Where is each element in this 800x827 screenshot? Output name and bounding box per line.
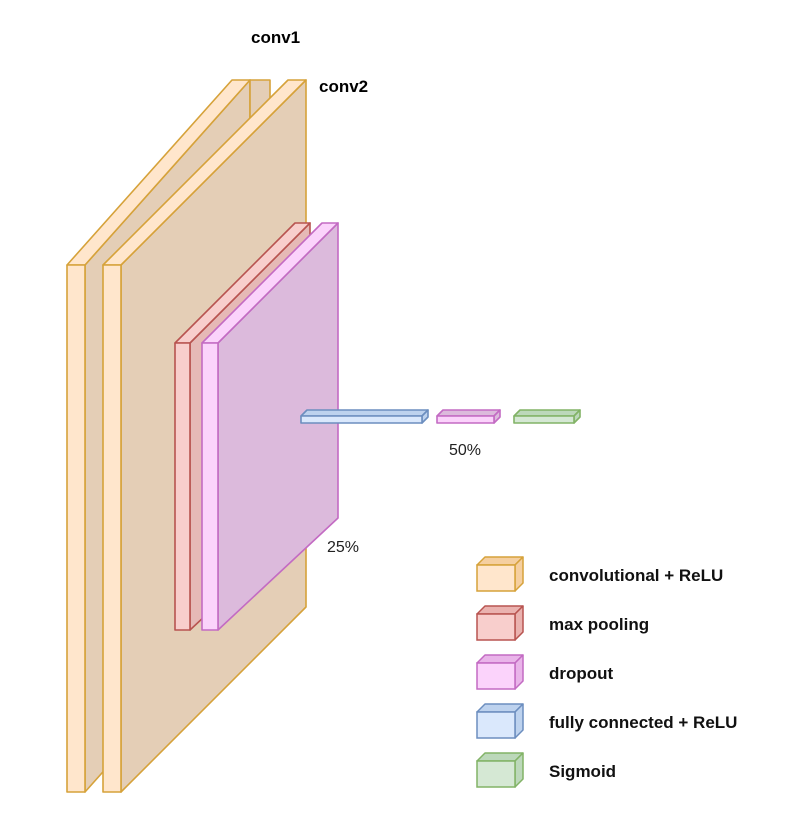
dropout-block-2 (436, 409, 501, 424)
legend-item: fully connected + ReLU (476, 703, 737, 739)
legend-swatch-front (476, 564, 516, 592)
sigmoid-block (513, 409, 581, 424)
dropout2-rate-label: 50% (449, 442, 481, 459)
legend-label: max pooling (549, 615, 649, 634)
conv1-label: conv1 (251, 28, 300, 47)
dropout1-front-face (201, 342, 219, 631)
legend-swatch-front (476, 613, 516, 641)
legend-label: fully connected + ReLU (549, 713, 737, 732)
dropout2-top-face (436, 409, 501, 417)
dropout-layer-1 (201, 222, 339, 631)
dropout1-rate-label: 25% (327, 539, 359, 556)
legend-swatch-front (476, 662, 516, 690)
fc-top-face (300, 409, 429, 417)
conv2-label: conv2 (319, 77, 368, 96)
legend-item: dropout (476, 654, 614, 690)
legend-swatch-front (476, 711, 516, 739)
conv2-front-face (102, 264, 122, 793)
legend-label: dropout (549, 664, 614, 683)
legend: convolutional + ReLU max pooling dropout fu… (476, 556, 737, 788)
dropout2-front-face (436, 415, 495, 424)
legend-label: convolutional + ReLU (549, 566, 723, 585)
legend-swatch-front (476, 760, 516, 788)
fully-connected-block (300, 409, 429, 424)
legend-item: max pooling (476, 605, 649, 641)
fc-front-face (300, 415, 423, 424)
legend-item: convolutional + ReLU (476, 556, 723, 592)
conv1-front-face (66, 264, 86, 793)
legend-item: Sigmoid (476, 752, 616, 788)
legend-label: Sigmoid (549, 762, 616, 781)
sigmoid-top-face (513, 409, 581, 417)
sigmoid-front-face (513, 415, 575, 424)
pool-front-face (174, 342, 191, 631)
